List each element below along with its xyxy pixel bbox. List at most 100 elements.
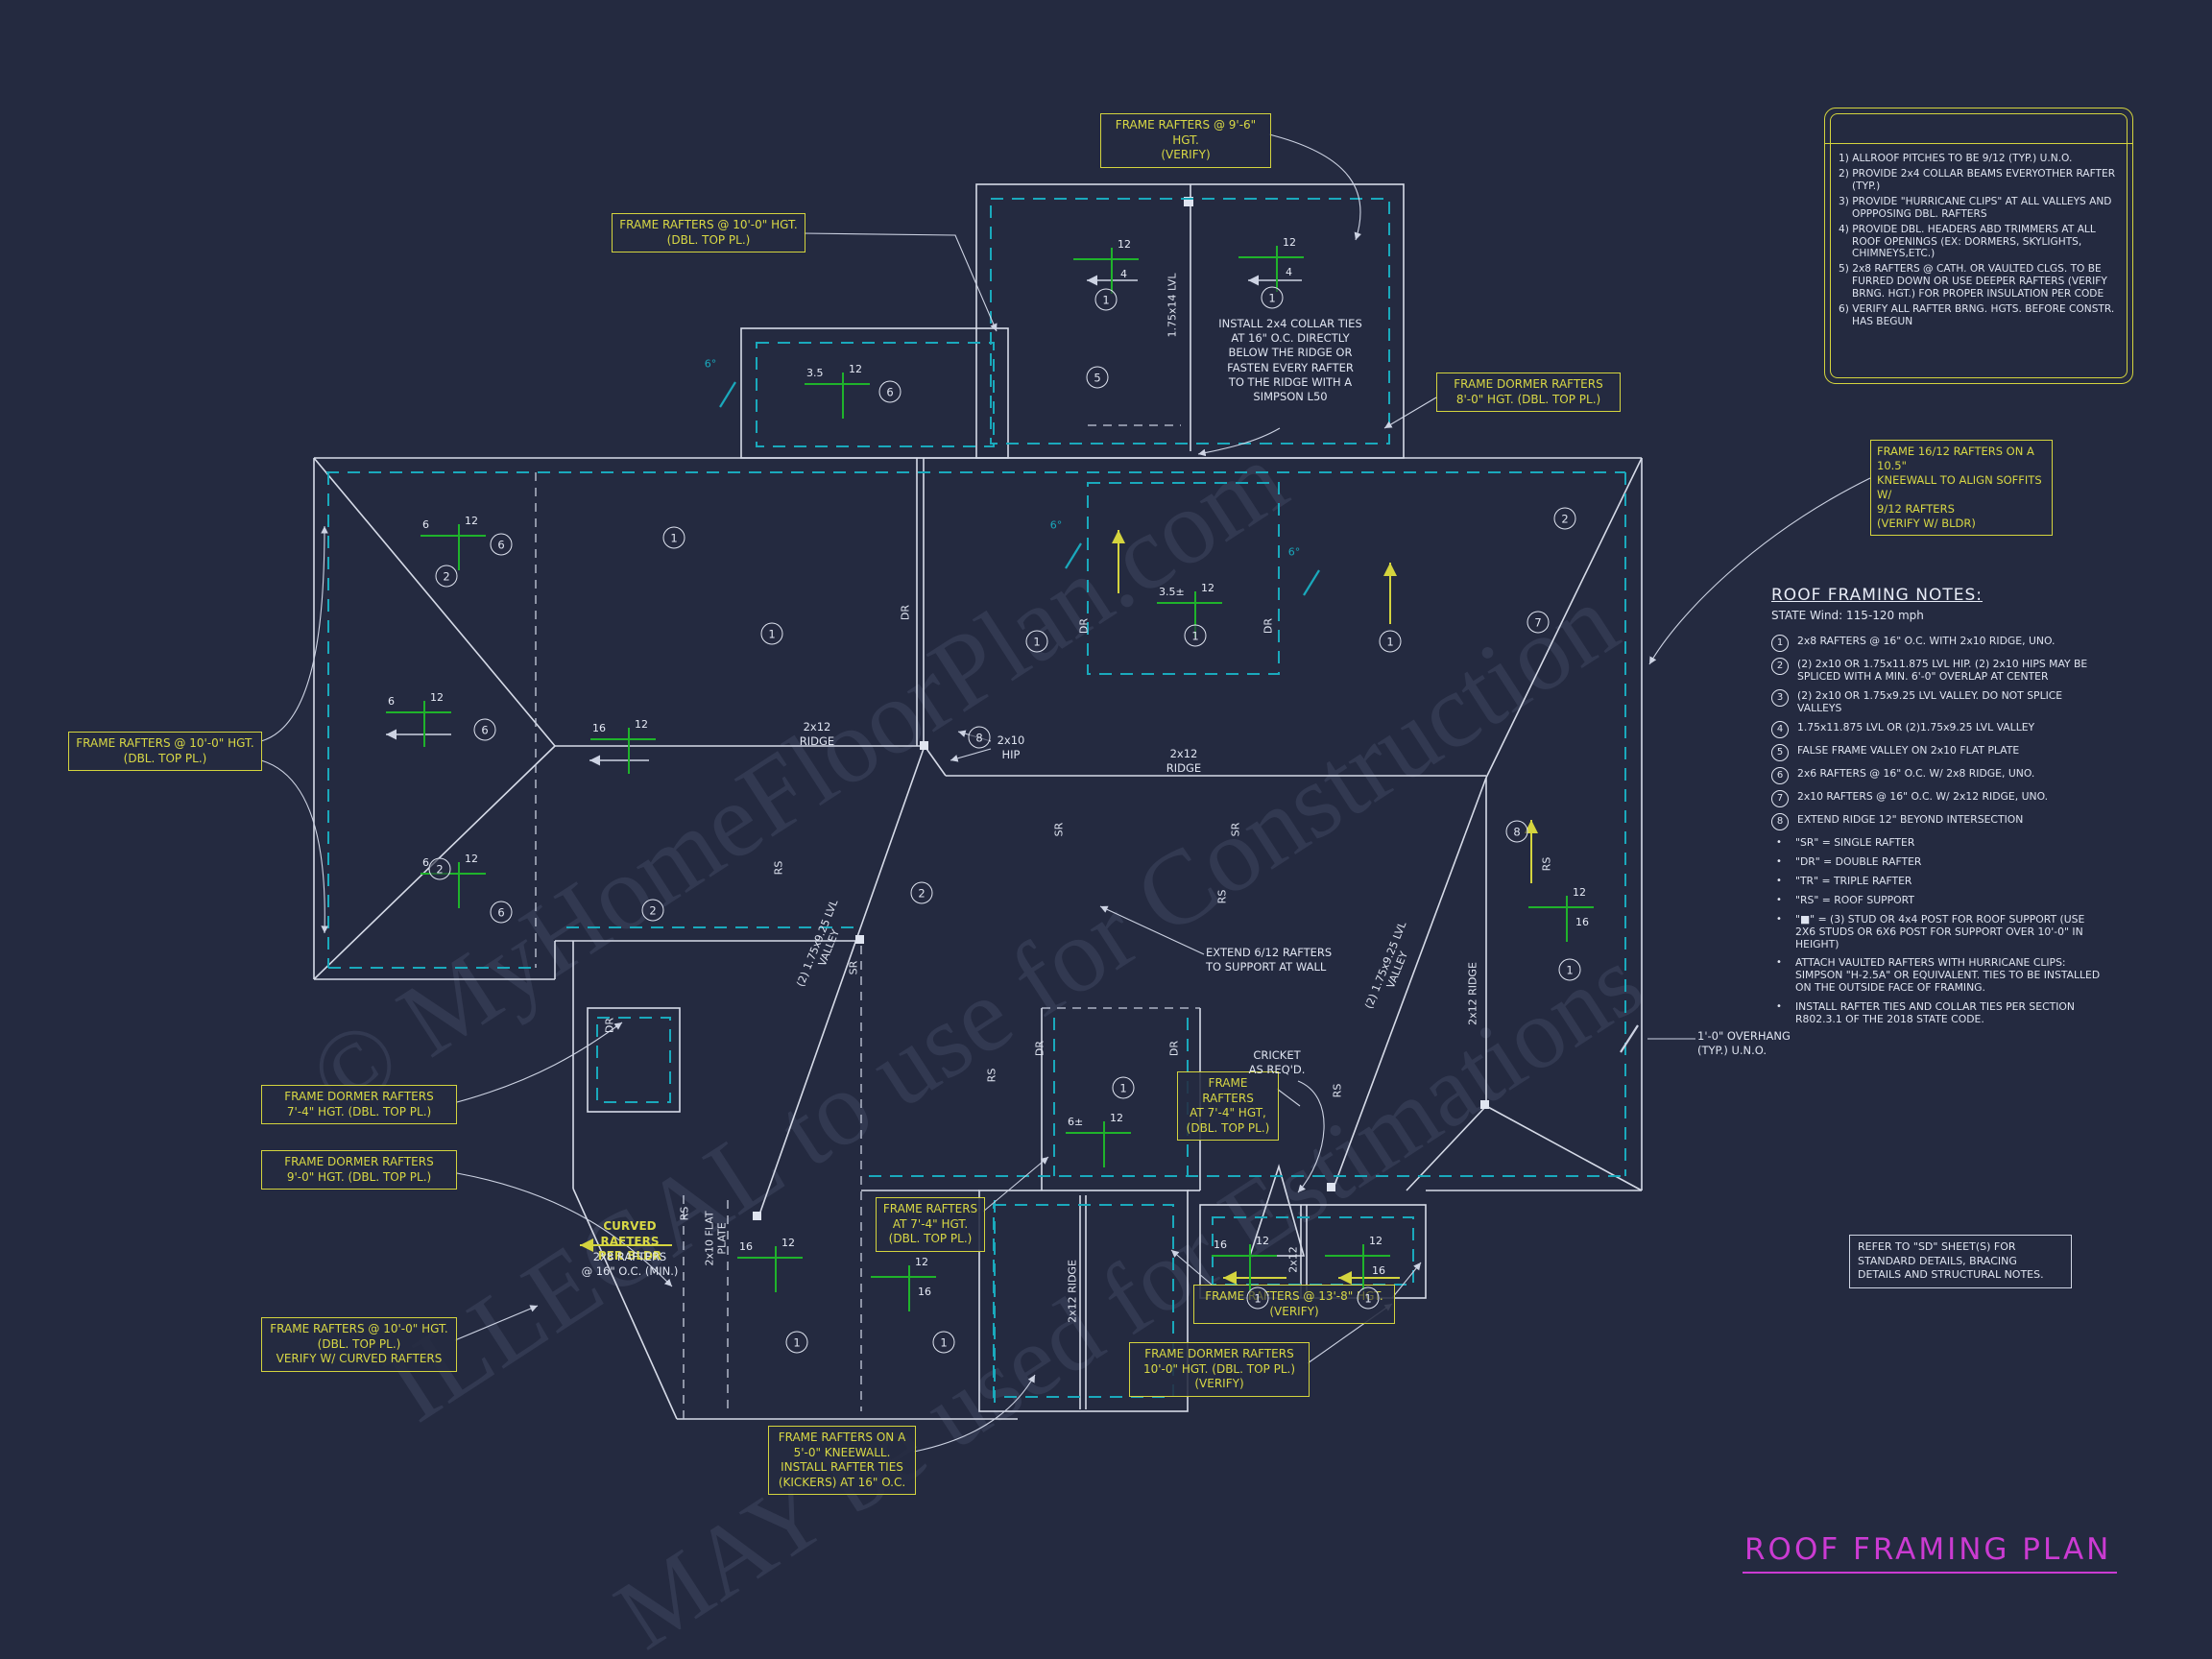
plan-label-dr: DR: [899, 604, 912, 621]
pitch-rise-label: 12: [1283, 236, 1296, 249]
pitch-break-slashes: [719, 381, 1639, 1053]
framing-note-text: FALSE FRAME VALLEY ON 2x10 FLAT PLATE: [1797, 743, 2020, 757]
roof-outline: [313, 183, 1643, 1420]
general-note-item: 5) 2x8 RAFTERS @ CATH. OR VAULTED CLGS. …: [1839, 263, 2107, 301]
framing-note-text: (2) 2x10 OR 1.75x9.25 LVL VALLEY. DO NOT…: [1797, 688, 2063, 714]
framing-note-bullet: •"■" = (3) STUD OR 4x4 POST FOR ROOF SUP…: [1771, 913, 2105, 951]
plan-label-dr: DR: [603, 1017, 616, 1034]
pitch-rise-label: 12: [781, 1237, 795, 1249]
general-notes-inner-border: [1830, 113, 2128, 378]
pitch-marker-vertical-line: [1103, 1121, 1105, 1167]
pitch-marker-vertical-line: [1249, 1244, 1251, 1290]
general-notes-list: 1) ALLROOF PITCHES TO BE 9/12 (TYP.) U.N…: [1825, 108, 2132, 339]
plan-label-2x12-ridge: 2x12 RIDGE: [1466, 962, 1479, 1025]
pitch-rise-label: 12: [430, 691, 444, 704]
framing-note-number: 6: [1771, 766, 1789, 784]
pitch-marker-horizontal-line: [421, 873, 486, 875]
general-note-item: 6) VERIFY ALL RAFTER BRNG. HGTS. BEFORE …: [1839, 303, 2115, 328]
pitch-marker-vertical-line: [908, 1265, 910, 1311]
plan-label-1-75x14-lvl: 1.75x14 LVL: [1166, 273, 1179, 338]
bullet-icon: •: [1776, 957, 1782, 969]
framing-note-bullet: •ATTACH VAULTED RAFTERS WITH HURRICANE C…: [1771, 957, 2105, 995]
pitch-marker-horizontal-line: [590, 738, 656, 740]
framing-note-text: "TR" = TRIPLE RAFTER: [1795, 874, 1912, 887]
framing-note-text: "DR" = DOUBLE RAFTER: [1795, 854, 1922, 868]
bullet-icon: •: [1776, 913, 1782, 925]
note-number-circle-1: 1: [1379, 630, 1402, 653]
pitch-marker-vertical-line: [458, 862, 460, 908]
pitch-marker-horizontal-line: [737, 1257, 803, 1259]
pitch-rise-label: 12: [1118, 238, 1131, 251]
callout-dormer-9-0: FRAME DORMER RAFTERS 9'-0" HGT. (DBL. TO…: [261, 1150, 457, 1190]
pitch-marker-vertical-line: [842, 373, 844, 419]
note-overhang: 1'-0" OVERHANG (TYP.) U.N.O.: [1697, 1029, 1791, 1058]
callout-verify-curved: FRAME RAFTERS @ 10'-0" HGT. (DBL. TOP PL…: [261, 1317, 457, 1372]
framing-note-number: 8: [1771, 812, 1789, 830]
note-number-circle-5: 5: [1086, 366, 1109, 389]
note-number-circle-6: 6: [473, 718, 496, 741]
note-number-circle-7: 7: [1527, 611, 1550, 634]
pitch-run-label: 16: [1575, 916, 1589, 928]
framing-note-number: 4: [1771, 720, 1789, 738]
note-cricket: CRICKET AS REQ'D.: [1248, 1048, 1306, 1077]
rafter-direction-arrows-white: [386, 275, 1302, 766]
note-2x8-min: 2x8 RAFTERS @ 16" O.C. (MIN.): [581, 1250, 679, 1279]
pitch-marker-horizontal-line: [1325, 1255, 1390, 1257]
pitch-rise-label: 12: [1110, 1112, 1123, 1124]
pitch-run-label: 16: [1372, 1264, 1385, 1277]
framing-note-text: 2x10 RAFTERS @ 16" O.C. W/ 2x12 RIDGE, U…: [1797, 789, 2049, 803]
framing-note-bullet: •"DR" = DOUBLE RAFTER: [1771, 854, 2105, 869]
callout-curved-rafters: CURVED RAFTERS PER BLDR: [597, 1219, 662, 1263]
note-number-circle-2: 2: [910, 881, 933, 904]
pitch-run-label: 16: [918, 1286, 931, 1298]
bullet-icon: •: [1776, 875, 1782, 886]
pitch-run-label: 4: [1286, 266, 1292, 278]
pitch-marker-horizontal-line: [1157, 602, 1222, 604]
framing-note-bullet: •"SR" = SINGLE RAFTER: [1771, 835, 2105, 850]
note-sd-box: REFER TO "SD" SHEET(S) FOR STANDARD DETA…: [1849, 1235, 2072, 1288]
note-number-circle-1: 1: [1558, 958, 1581, 981]
plan-label-rs: RS: [1215, 889, 1229, 904]
plan-label-2x12-ridge: 2x12 RIDGE: [1066, 1260, 1079, 1323]
framing-note-text: 2x8 RAFTERS @ 16" O.C. WITH 2x10 RIDGE, …: [1797, 635, 2056, 647]
plan-label-2x10-flat-plate: 2x10 FLAT PLATE: [703, 1211, 728, 1266]
pitch-rise-label: 12: [915, 1256, 928, 1268]
pitch-run-label: 4: [1120, 268, 1127, 280]
framing-note-text: "SR" = SINGLE RAFTER: [1795, 835, 1915, 849]
note-number-circle-1: 1: [1246, 1286, 1269, 1310]
roof-support-squares: [753, 197, 1489, 1220]
framing-note-number: 7: [1771, 789, 1789, 807]
pitch-run-label: 3.5: [806, 367, 824, 379]
callout-dormer-8-0: FRAME DORMER RAFTERS 8'-0" HGT. (DBL. TO…: [1436, 373, 1621, 413]
pitch-rise-label: 12: [465, 515, 478, 527]
note-number-circle-2: 2: [1553, 507, 1576, 530]
framing-note-item-2: 2(2) 2x10 OR 1.75x11.875 LVL HIP. (2) 2x…: [1771, 658, 2105, 684]
framing-note-bullet: •INSTALL RAFTER TIES AND COLLAR TIES PER…: [1771, 1000, 2105, 1026]
roof-framing-notes-panel: ROOF FRAMING NOTES: STATE Wind: 115-120 …: [1771, 586, 2105, 1033]
plan-label-dr: DR: [1077, 617, 1091, 635]
pitch-run-label: 16: [739, 1240, 753, 1253]
plan-label-sr: SR: [1052, 822, 1066, 837]
pitch-rise-label: 12: [1573, 886, 1586, 899]
pitch-marker-vertical-line: [1194, 591, 1196, 637]
note-number-circle-1: 1: [662, 526, 685, 549]
note-number-circle-1: 1: [1094, 288, 1118, 311]
framing-note-text: "RS" = ROOF SUPPORT: [1795, 893, 1914, 906]
plan-label-rs: RS: [1540, 856, 1553, 872]
general-notes-panel: 1) ALLROOF PITCHES TO BE 9/12 (TYP.) U.N…: [1824, 108, 2133, 384]
pitch-rise-label: 12: [1369, 1235, 1382, 1247]
pitch-marker-vertical-line: [1362, 1244, 1364, 1290]
general-notes-divider: [1825, 143, 2132, 144]
pitch-rise-label: 12: [465, 853, 478, 865]
framing-note-number: 2: [1771, 658, 1789, 675]
note-number-circle-1: 1: [1261, 286, 1284, 309]
plan-label-6-: 6°: [704, 357, 717, 371]
bullet-icon: •: [1776, 894, 1782, 905]
callout-16-12-kneewall: FRAME 16/12 RAFTERS ON A 10.5" KNEEWALL …: [1870, 440, 2053, 536]
note-number-circle-6: 6: [878, 380, 902, 403]
general-note-item: 3) PROVIDE "HURRICANE CLIPS" AT ALL VALL…: [1839, 195, 2112, 220]
